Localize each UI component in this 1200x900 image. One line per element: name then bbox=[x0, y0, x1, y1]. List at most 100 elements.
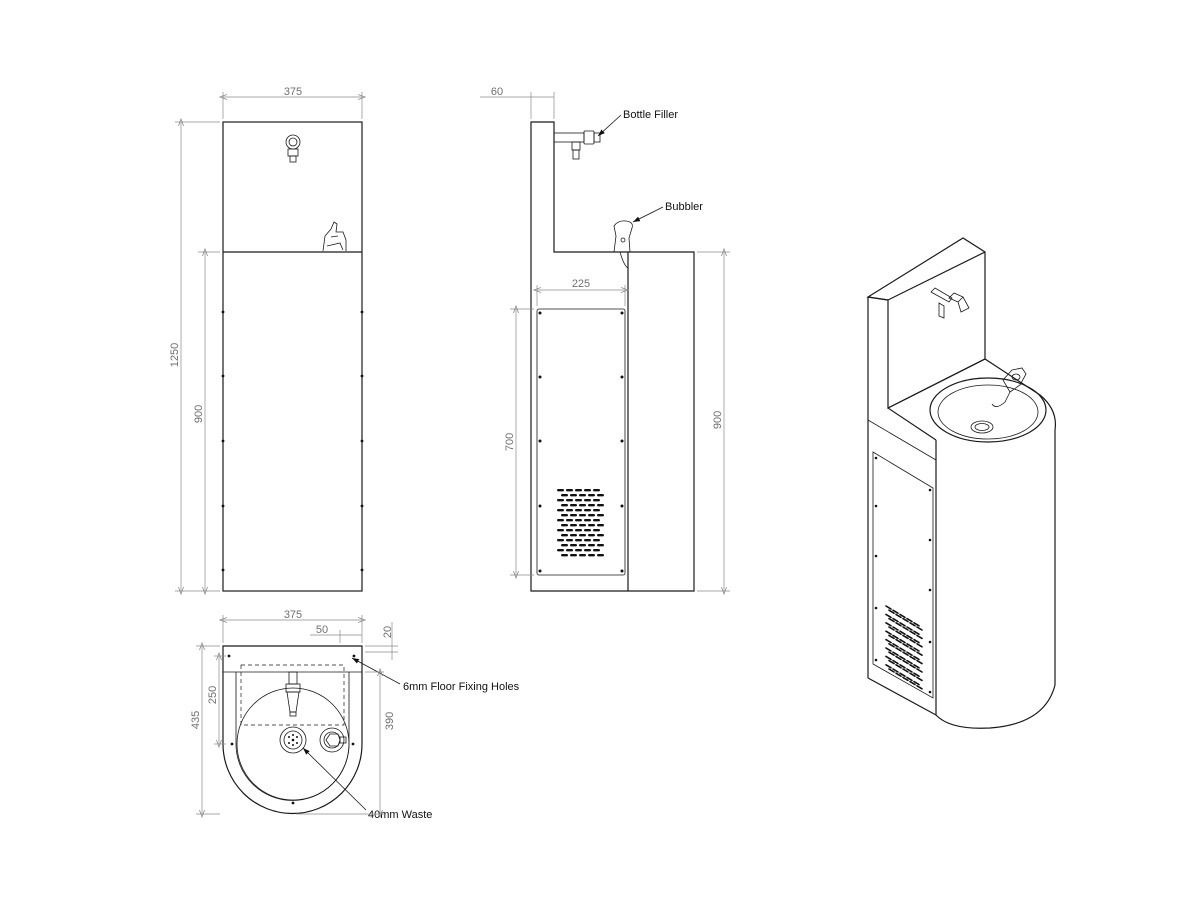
vent-slot bbox=[885, 663, 892, 669]
vent-slot bbox=[557, 499, 564, 502]
vent-slot bbox=[584, 549, 591, 552]
iso-vent-grille bbox=[885, 605, 923, 690]
waste-label: 40mm Waste bbox=[368, 809, 432, 821]
vent-slot bbox=[588, 534, 595, 537]
front-bubbler-icon bbox=[322, 221, 347, 252]
vent-slot bbox=[579, 524, 586, 527]
iso-basin bbox=[929, 377, 1047, 443]
vent-slot bbox=[902, 668, 909, 673]
vent-slot bbox=[593, 529, 600, 532]
vent-slot bbox=[570, 534, 577, 537]
vent-slot bbox=[588, 504, 595, 507]
vent-slot bbox=[909, 638, 916, 644]
side-bubbler-icon bbox=[613, 220, 633, 253]
vent-slot bbox=[906, 634, 913, 640]
side-panel-screws bbox=[538, 311, 624, 573]
front-cabinet-height-label: 900 bbox=[193, 405, 205, 423]
vent-slot bbox=[892, 609, 899, 615]
vent-slot bbox=[909, 647, 916, 652]
vent-slot bbox=[916, 684, 923, 690]
vent-slot bbox=[570, 544, 577, 547]
vent-slot bbox=[566, 509, 573, 512]
vent-slot bbox=[561, 494, 568, 497]
vent-slot bbox=[913, 647, 920, 652]
vent-slot bbox=[913, 621, 920, 627]
vent-slot bbox=[588, 514, 595, 517]
side-projection-dimension: 60 bbox=[480, 86, 555, 119]
vent-slot bbox=[575, 529, 582, 532]
vent-slot bbox=[566, 519, 573, 522]
vent-slot bbox=[909, 663, 916, 669]
vent-slot bbox=[575, 549, 582, 552]
vent-slot bbox=[584, 499, 591, 502]
vent-slot bbox=[579, 504, 586, 507]
vent-slot bbox=[570, 504, 577, 507]
vent-slot bbox=[913, 680, 920, 686]
vent-slot bbox=[566, 499, 573, 502]
vent-slot bbox=[906, 642, 913, 648]
vent-slot bbox=[557, 489, 564, 492]
vent-slot bbox=[597, 524, 604, 527]
vent-slot bbox=[902, 676, 909, 682]
vent-slot bbox=[579, 544, 586, 547]
front-outline bbox=[222, 121, 363, 592]
vent-slot bbox=[575, 499, 582, 502]
vent-slot bbox=[593, 539, 600, 542]
vent-slot bbox=[895, 630, 902, 636]
vent-slot bbox=[885, 621, 892, 627]
iso-drain-icon bbox=[970, 420, 994, 434]
vent-slot bbox=[906, 617, 913, 623]
vent-slot bbox=[557, 509, 564, 512]
side-outline bbox=[530, 121, 695, 592]
vent-slot bbox=[557, 529, 564, 532]
vent-slot bbox=[570, 524, 577, 527]
iso-panel-screws bbox=[874, 456, 932, 694]
vent-slot bbox=[588, 544, 595, 547]
vent-slot bbox=[584, 529, 591, 532]
vent-slot bbox=[892, 617, 899, 623]
bubbler-callout: Bubbler bbox=[632, 201, 703, 223]
vent-slot bbox=[895, 655, 902, 661]
vent-slot bbox=[892, 626, 899, 631]
side-projection-label: 60 bbox=[491, 86, 503, 98]
vent-slot bbox=[902, 634, 909, 640]
front-fixing-dots bbox=[221, 310, 364, 572]
side-panel-height-dimension: 700 bbox=[504, 309, 534, 575]
vent-slot bbox=[557, 519, 564, 522]
plan-width-dimension: 375 bbox=[223, 609, 362, 643]
vent-slot bbox=[593, 499, 600, 502]
vent-slot bbox=[916, 634, 923, 640]
vent-slot bbox=[885, 613, 892, 619]
plan-hole-offset-dimension: 50 bbox=[310, 624, 362, 643]
vent-slot bbox=[593, 519, 600, 522]
vent-slot bbox=[579, 534, 586, 537]
vent-slot bbox=[566, 549, 573, 552]
plan-bubbler-icon bbox=[319, 727, 347, 753]
vent-slot bbox=[885, 630, 892, 636]
vent-slot bbox=[566, 529, 573, 532]
vent-slot bbox=[899, 621, 906, 627]
plan-depth-dimension: 435 bbox=[190, 646, 220, 814]
iso-bottle-filler-icon bbox=[930, 287, 970, 319]
vent-slot bbox=[597, 494, 604, 497]
vent-slot bbox=[575, 519, 582, 522]
vent-slot bbox=[902, 651, 909, 657]
vent-slot bbox=[913, 655, 920, 661]
vent-slot bbox=[597, 554, 604, 557]
vent-slot bbox=[909, 672, 916, 678]
vent-slot bbox=[561, 504, 568, 507]
vent-slot bbox=[570, 494, 577, 497]
vent-slot bbox=[566, 489, 573, 492]
vent-slot bbox=[570, 554, 577, 557]
vent-slot bbox=[885, 638, 892, 644]
plan-backpanel-outline bbox=[240, 664, 345, 726]
isometric-view bbox=[866, 237, 1057, 729]
plan-basin-depth-dimension: 390 bbox=[296, 672, 396, 814]
vent-slot bbox=[916, 676, 923, 682]
vent-slot bbox=[579, 554, 586, 557]
vent-slot bbox=[916, 642, 923, 648]
vent-slot bbox=[913, 672, 920, 678]
vent-slot bbox=[885, 655, 892, 661]
vent-slot bbox=[892, 668, 899, 673]
